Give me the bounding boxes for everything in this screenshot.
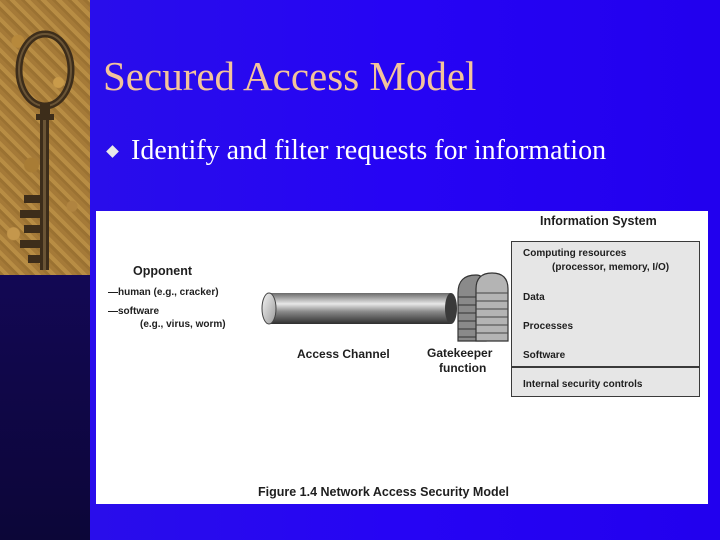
network-access-figure: Information System Opponent —human (e.g.… [96,211,708,504]
left-decor-strip [0,0,90,540]
gatekeeper-label-line1: Gatekeeper [427,346,493,360]
info-internal-controls: Internal security controls [523,379,643,390]
bullet-text: Identify and filter requests for informa… [131,135,607,166]
info-system-title: Information System [540,214,657,228]
info-processes: Processes [523,321,574,332]
opponent-software-detail: (e.g., virus, worm) [140,319,226,330]
information-system-box: Computing resources (processor, memory, … [511,241,700,397]
info-divider [512,366,699,368]
bullet-item: Identify and filter requests for informa… [105,135,606,167]
info-data: Data [523,292,545,303]
slide-title: Secured Access Model [103,53,477,99]
access-channel-label: Access Channel [297,347,390,361]
opponent-software: —software [108,306,160,317]
opponent-human: —human (e.g., cracker) [108,287,219,298]
gatekeeper-label-line2: function [439,361,487,375]
info-software: Software [523,350,566,361]
opponent-heading: Opponent [133,264,193,278]
diamond-bullet-icon [106,144,119,158]
key-image [15,30,75,270]
computing-resources: Computing resources [523,248,627,259]
access-channel-cylinder [261,292,457,325]
gatekeeper-icon [457,272,509,342]
computing-resources-detail: (processor, memory, I/O) [552,262,670,273]
figure-caption: Figure 1.4 Network Access Security Model [258,485,510,499]
